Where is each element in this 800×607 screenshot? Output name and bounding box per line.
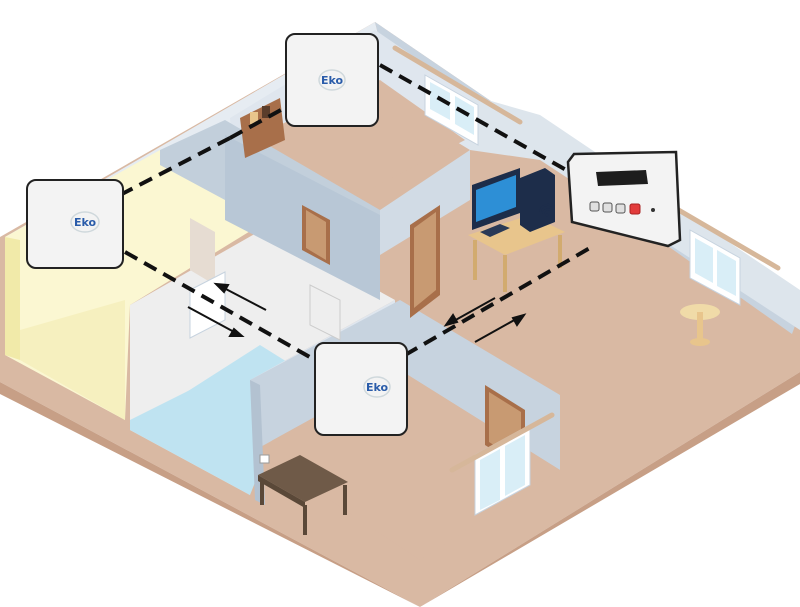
panel-display (596, 170, 648, 186)
control-panel-icon (566, 150, 682, 248)
yellow-room-wall-shade (5, 237, 20, 360)
control-panel (566, 150, 682, 248)
vent-unit-top: Eko (285, 33, 379, 127)
panel-power-button (629, 203, 641, 215)
signal-line (124, 250, 316, 362)
corridor-wall-right (380, 150, 470, 255)
wifi-icon (539, 203, 553, 217)
door-icon (302, 205, 330, 265)
airflow-arrow-icon (474, 313, 527, 343)
stool-icon (680, 304, 720, 346)
panel-button-down (602, 202, 613, 213)
unit-brand-label: Eko (74, 216, 97, 229)
airflow-arrow-icon (213, 282, 267, 311)
wall-vent-unit-icon: Eko (26, 179, 124, 269)
signal-line (403, 243, 597, 357)
yellow-room-floor (20, 300, 125, 420)
computer-icon (472, 168, 555, 237)
panel-button-right (615, 203, 626, 214)
wall-vent-unit-icon: Eko (314, 342, 408, 436)
window-icon (424, 74, 479, 146)
door-icon (410, 205, 440, 318)
door-icon (190, 218, 215, 285)
wall-vent-unit-icon: Eko (285, 33, 379, 127)
table-icon (258, 455, 348, 535)
vent-unit-bottom: Eko (314, 342, 408, 436)
wall-rail (392, 45, 523, 125)
signal-links (119, 63, 597, 362)
wall-socket-icon (259, 454, 270, 464)
airflow-arrow-icon (187, 306, 245, 337)
signal-line (229, 103, 291, 140)
door-icon (309, 284, 341, 341)
unit-brand-label: Eko (321, 74, 344, 87)
vent-unit-left: Eko (26, 179, 124, 269)
airflow-arrows-left (187, 282, 267, 337)
wall-rail (667, 202, 781, 271)
wall-rail (449, 412, 555, 473)
panel-button-left (589, 201, 600, 212)
airflow-arrow-icon (443, 297, 496, 327)
unit-brand-label: Eko (366, 381, 389, 394)
airflow-arrows-right (443, 297, 527, 343)
signal-line (379, 63, 576, 177)
window-icon (689, 229, 741, 306)
panel-indicator (651, 208, 655, 212)
window-icon (474, 424, 531, 516)
